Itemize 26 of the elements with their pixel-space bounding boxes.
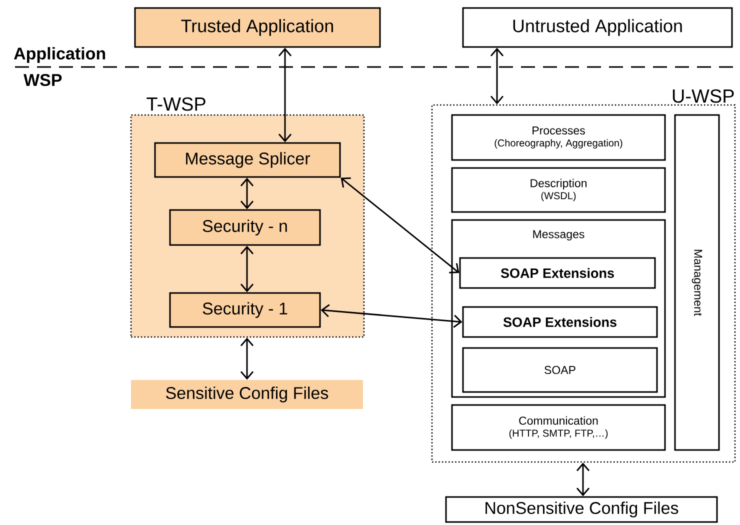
- arrow: [490, 48, 504, 104]
- process-box: Untrusted Application: [462, 7, 733, 48]
- arrow: [278, 48, 292, 142]
- layer-box: Management: [674, 114, 720, 451]
- layer-box: Communication (HTTP, SMTP, FTP,…): [451, 404, 666, 451]
- layer-box: SOAP Extensions: [459, 257, 656, 289]
- layer-box: SOAP Extensions: [462, 306, 658, 338]
- arrow: [240, 338, 254, 380]
- process-box: Security - n: [169, 209, 321, 246]
- arrow: [240, 246, 254, 292]
- node-label: T-WSP: [146, 97, 206, 111]
- layer-box: Description (WSDL): [451, 167, 666, 213]
- node-label: U-WSP: [672, 89, 734, 103]
- arrow: [340, 177, 460, 274]
- arrow: [320, 304, 462, 328]
- process-box: Security - 1: [169, 292, 321, 328]
- layer-label: Application: [14, 47, 106, 63]
- process-box: Message Splicer: [154, 142, 341, 178]
- layer-label: WSP: [24, 74, 62, 86]
- file-box: NonSensitive Config Files: [445, 496, 718, 523]
- layer-box: Processes (Choreography, Aggregation): [451, 114, 666, 161]
- process-box: Trusted Application: [134, 7, 381, 48]
- layer-box: SOAP: [462, 347, 658, 393]
- arrow: [576, 462, 590, 496]
- arrow: [240, 178, 254, 210]
- file-box: Sensitive Config Files: [131, 380, 363, 409]
